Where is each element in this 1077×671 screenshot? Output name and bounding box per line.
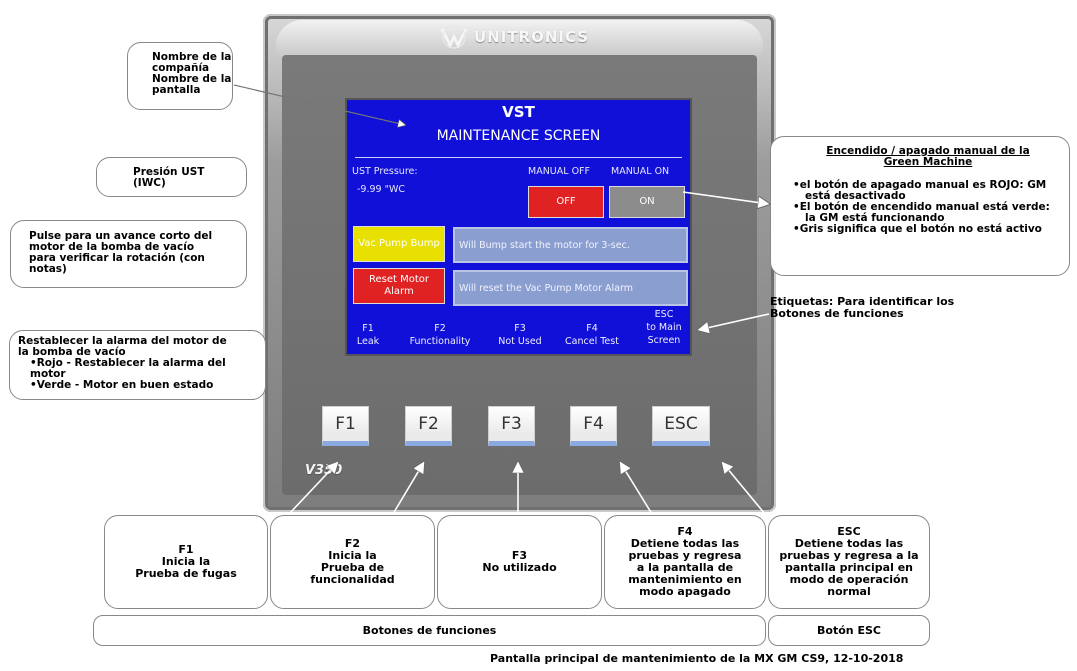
screen-subtitle: MAINTENANCE SCREEN [436, 128, 601, 144]
pressure-label: UST Pressure: [352, 166, 418, 177]
footer-caption: Pantalla principal de mantenimiento de l… [490, 652, 904, 665]
model-label: V350 [305, 463, 343, 478]
function-buttons-label: Botones de funciones [93, 615, 766, 646]
manual-on-button[interactable]: ON [609, 186, 685, 218]
brand: UNITRONICS [440, 22, 600, 52]
manual-off-button[interactable]: OFF [528, 186, 604, 218]
vac-pump-info: Will Bump start the motor for 3-sec. [453, 227, 688, 263]
esc-button-label: Botón ESC [768, 615, 930, 646]
hmi-screen: VST MAINTENANCE SCREEN UST Pressure: -9.… [345, 98, 692, 356]
f3-key[interactable]: F3 [488, 406, 535, 446]
f1-key[interactable]: F1 [322, 406, 369, 446]
esc-key[interactable]: ESC [652, 406, 710, 446]
bezel-header [276, 20, 763, 56]
reset-motor-alarm-button[interactable]: Reset Motor Alarm [353, 268, 445, 304]
reset-motor-alarm-info: Will reset the Vac Pump Motor Alarm [453, 270, 688, 306]
f2-key[interactable]: F2 [405, 406, 452, 446]
pressure-value: -9.99 "WC [357, 184, 405, 195]
vac-pump-bump-button[interactable]: Vac Pump Bump [353, 226, 445, 262]
manual-on-label: MANUAL ON [611, 166, 670, 177]
callout-ust-pressure: Presión UST(IWC) [96, 157, 247, 197]
unitronics-logo-icon [440, 25, 468, 49]
manual-off-label: MANUAL OFF [528, 166, 590, 177]
screen-title: VST [502, 103, 535, 121]
f4-key[interactable]: F4 [570, 406, 617, 446]
screen-divider [355, 157, 682, 158]
brand-name: UNITRONICS [474, 28, 590, 46]
